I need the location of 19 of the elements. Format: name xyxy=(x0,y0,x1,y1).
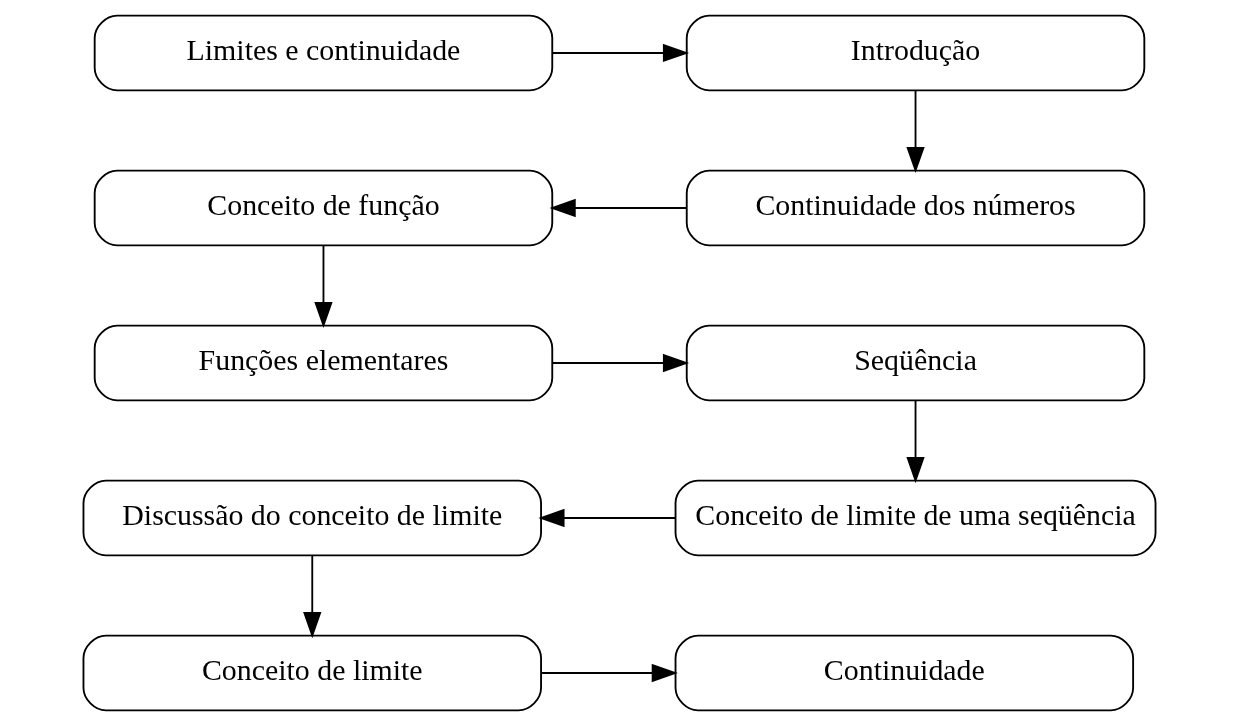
node-box: Funções elementares xyxy=(93,324,553,402)
node-box: Continuidade dos números xyxy=(685,169,1145,247)
node-box: Continuidade xyxy=(674,634,1134,712)
arrow xyxy=(537,508,676,528)
node-box: Conceito de limite xyxy=(82,634,542,712)
arrow xyxy=(905,89,925,174)
node-box: Seqüência xyxy=(685,324,1145,402)
arrow xyxy=(313,244,333,329)
node-box: Limites e continuidade xyxy=(93,14,553,92)
arrow xyxy=(550,353,689,373)
node-box: Conceito de função xyxy=(93,169,553,247)
arrow xyxy=(302,554,321,639)
arrow xyxy=(905,399,925,484)
arrow xyxy=(539,663,678,683)
node-box: Discussão do conceito de limite xyxy=(82,479,542,557)
arrow xyxy=(550,43,689,63)
node-box: Introdução xyxy=(685,14,1145,92)
arrow xyxy=(549,198,687,218)
node-box: Conceito de limite de uma seqüência xyxy=(674,479,1156,557)
